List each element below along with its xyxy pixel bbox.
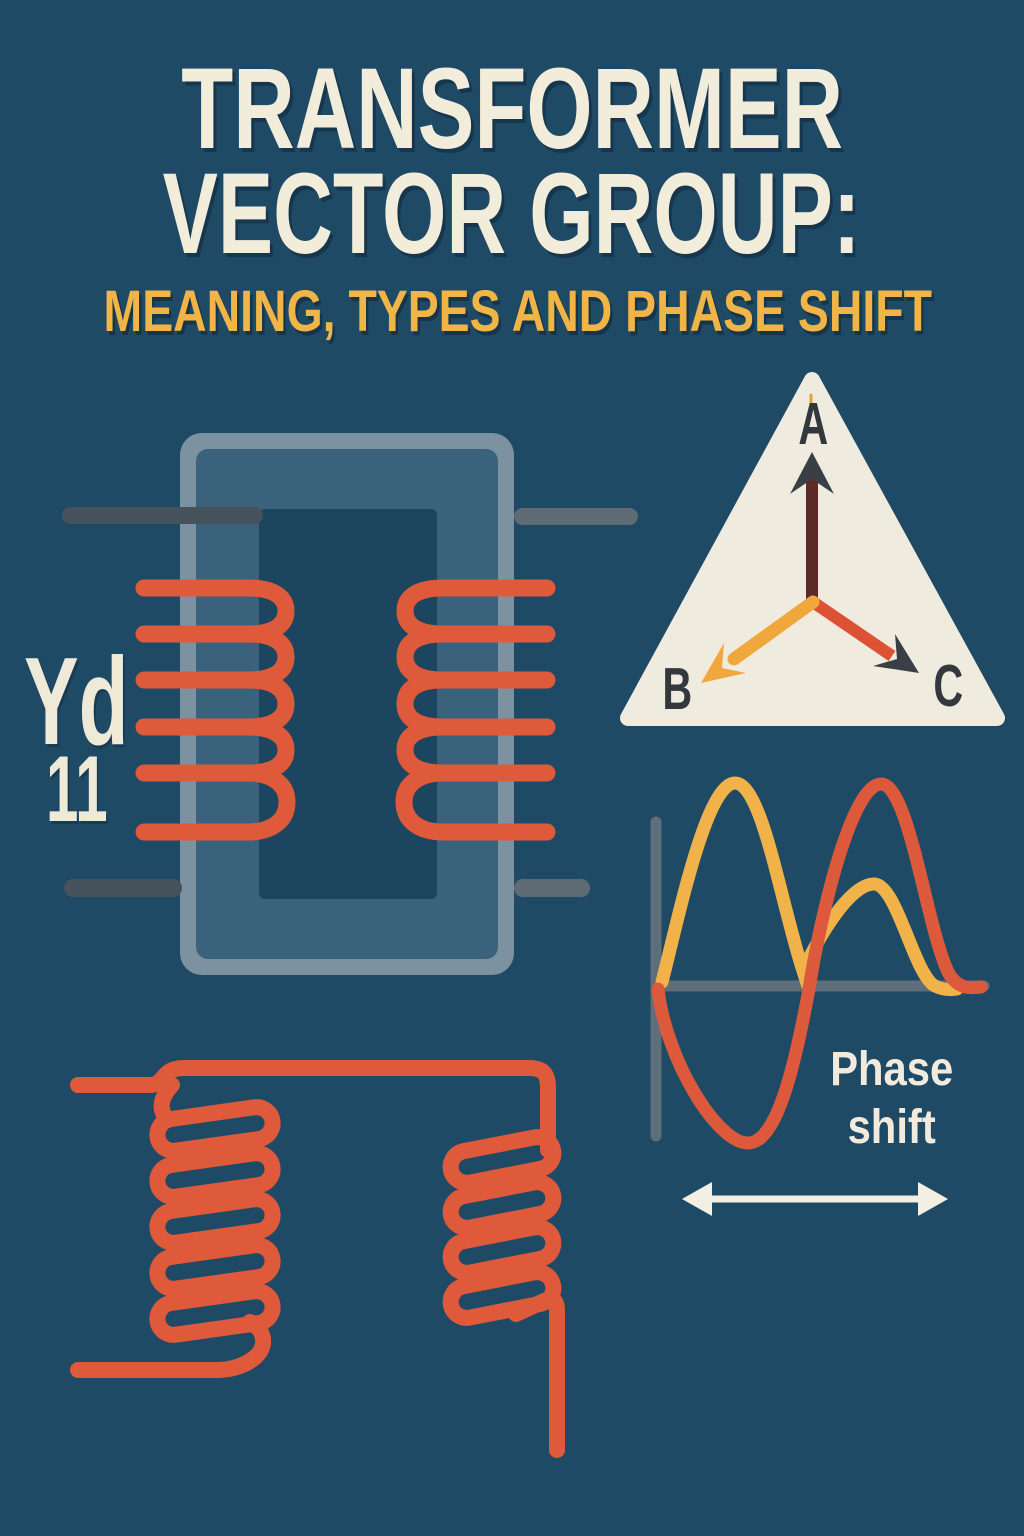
title-line-1: TRANSFORMER [0,52,1024,167]
left-coil-turn [149,1283,281,1343]
secondary-wave-red [651,777,988,1150]
phase-shift-arrow [682,1182,948,1216]
primary-wave-yellow [655,776,964,997]
right-coil-turn [442,1174,562,1236]
phase-a-text: A [798,391,828,457]
lead-bottom-right [514,879,590,897]
phase-a-label: A [763,395,863,454]
winding-leads [62,507,638,897]
phase-shift-caption-line1: Phase [830,1043,954,1096]
vector-c-shaft [809,597,896,661]
vector-c-arrowhead [873,634,919,673]
top-connection-wire [70,1060,556,1158]
left-coil-turn [149,1145,281,1205]
phase-c-text: C [933,653,963,719]
phase-shift-caption: Phase shift [792,1041,992,1157]
primary-coil [135,579,296,841]
waveform-plot [650,776,990,1150]
phase-c-label: C [898,657,998,716]
phase-b-text: B [662,656,692,722]
left-coil-turn [149,1099,281,1159]
right-coil-turn [442,1129,562,1191]
phase-b-label: B [627,660,727,719]
right-coil-exit [508,1291,565,1458]
left-coil-exit [70,1314,272,1378]
title-line-2: VECTOR GROUP: [0,157,1024,272]
lead-top-left [62,507,263,524]
secondary-coil [395,579,556,841]
phasor-triangle [620,372,1005,726]
left-coil-turn [149,1237,281,1297]
bottom-winding-diagram [70,1060,565,1458]
vector-a-arrowhead [790,452,834,494]
lead-bottom-left [64,879,182,897]
phase-shift-caption-line2: shift [847,1101,937,1154]
vector-b-arrowhead [701,643,746,683]
arrowhead-left [682,1182,712,1216]
lead-top-right [514,508,638,525]
vector-b-shaft [727,595,820,666]
right-coil-turn [442,1219,562,1281]
vector-group-code-label: Yd [24,633,129,771]
title-line-1-text: TRANSFORMER [181,45,843,173]
right-coil-turn [442,1264,562,1326]
subtitle: MEANING, TYPES AND PHASE SHIFT [0,283,1024,341]
title-line-2-text: VECTOR GROUP: [163,150,861,278]
core-window [259,509,437,899]
arrowhead-right [918,1182,948,1216]
subtitle-text: MEANING, TYPES AND PHASE SHIFT [103,279,932,344]
vector-group-clock-number: 11 [46,736,108,841]
left-coil-turn [149,1191,281,1251]
